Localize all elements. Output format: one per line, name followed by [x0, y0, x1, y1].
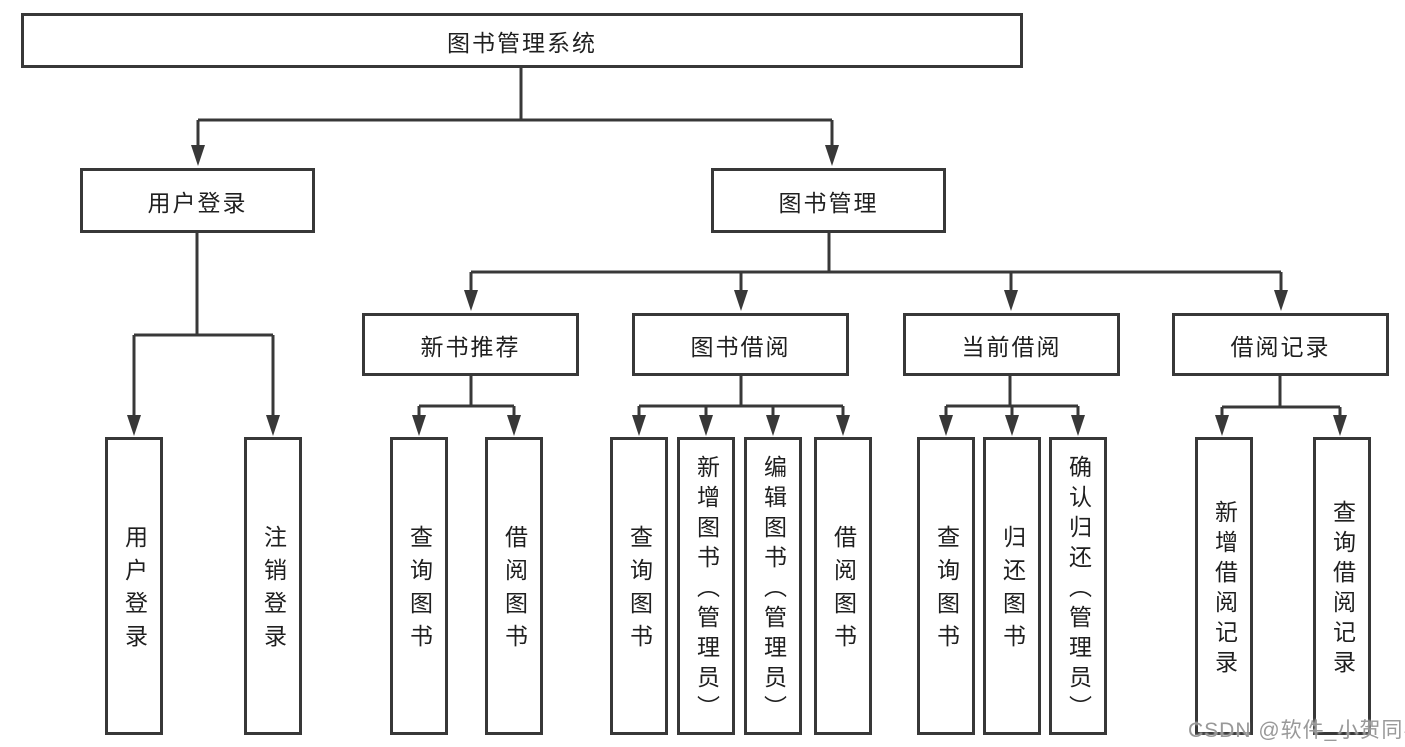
arrowhead: [191, 145, 205, 166]
arrowhead: [1071, 415, 1085, 436]
arrowhead: [127, 415, 141, 436]
node-book-borrow: 图书借阅: [632, 313, 849, 376]
csdn-watermark: CSDN @软件_小贺同学: [1188, 719, 1405, 742]
leaf-label: 借阅图书: [830, 525, 857, 657]
leaf-current-confirm-return-admin: 确认归还（管理员）: [1049, 437, 1107, 735]
arrowhead: [412, 415, 426, 436]
leaf-label: 用户登录: [121, 525, 148, 657]
leaf-borrow-edit-books-admin: 编辑图书（管理员）: [744, 437, 802, 735]
leaf-label: 归还图书: [999, 525, 1026, 657]
arrowhead: [1215, 415, 1229, 436]
leaf-logout: 注销登录: [244, 437, 302, 735]
node-borrow-records: 借阅记录: [1172, 313, 1389, 376]
arrowhead: [266, 415, 280, 436]
arrowhead: [632, 415, 646, 436]
leaf-label: 查询图书: [406, 525, 433, 657]
leaf-borrow-query-books: 查询图书: [610, 437, 668, 735]
node-current-borrow: 当前借阅: [903, 313, 1120, 376]
leaf-label: 新增图书（管理员）: [693, 454, 720, 725]
leaf-label: 编辑图书（管理员）: [760, 454, 787, 725]
leaf-recommend-borrow-books: 借阅图书: [485, 437, 543, 735]
node-system-root: 图书管理系统: [21, 13, 1023, 68]
leaf-label: 借阅图书: [501, 525, 528, 657]
leaf-label: 查询借阅记录: [1329, 499, 1356, 680]
connector-book-management: [469, 233, 1283, 293]
leaf-borrow-add-books-admin: 新增图书（管理员）: [677, 437, 735, 735]
arrowhead: [1004, 290, 1018, 311]
node-label: 用户登录: [147, 189, 248, 216]
arrowhead: [825, 145, 839, 166]
leaf-borrow-borrow-books: 借阅图书: [814, 437, 872, 735]
node-label: 图书管理: [778, 189, 879, 216]
leaf-current-query-books: 查询图书: [917, 437, 975, 735]
node-label: 新书推荐: [420, 333, 521, 360]
arrowhead: [1005, 415, 1019, 436]
leaf-label: 新增借阅记录: [1211, 499, 1238, 680]
node-new-book-recommend: 新书推荐: [362, 313, 579, 376]
arrowhead: [766, 415, 780, 436]
arrowhead: [1274, 290, 1288, 311]
node-label: 图书借阅: [690, 333, 791, 360]
connector-current-borrow: [944, 376, 1080, 418]
connector-book-borrow: [637, 376, 845, 418]
node-book-management: 图书管理: [711, 168, 946, 233]
connector-new-book-recommend: [417, 376, 516, 418]
arrowhead: [734, 290, 748, 311]
leaf-label: 注销登录: [260, 525, 287, 657]
leaf-recommend-query-books: 查询图书: [390, 437, 448, 735]
leaf-user-login: 用户登录: [105, 437, 163, 735]
node-label: 图书管理系统: [447, 29, 597, 56]
leaf-records-add-record: 新增借阅记录: [1195, 437, 1253, 735]
arrowhead: [507, 415, 521, 436]
node-label: 当前借阅: [961, 333, 1062, 360]
connector-borrow-records: [1220, 376, 1342, 418]
node-label: 借阅记录: [1230, 333, 1331, 360]
leaf-records-query-record: 查询借阅记录: [1313, 437, 1371, 735]
leaf-label: 查询图书: [933, 525, 960, 657]
leaf-label: 确认归还（管理员）: [1065, 454, 1092, 725]
arrowhead: [836, 415, 850, 436]
arrowhead: [939, 415, 953, 436]
arrowhead: [699, 415, 713, 436]
connector-user-login: [132, 233, 275, 418]
connector-root: [196, 67, 834, 148]
leaf-label: 查询图书: [626, 525, 653, 657]
node-user-login: 用户登录: [80, 168, 315, 233]
arrowhead: [1333, 415, 1347, 436]
arrowhead: [464, 290, 478, 311]
leaf-current-return-books: 归还图书: [983, 437, 1041, 735]
